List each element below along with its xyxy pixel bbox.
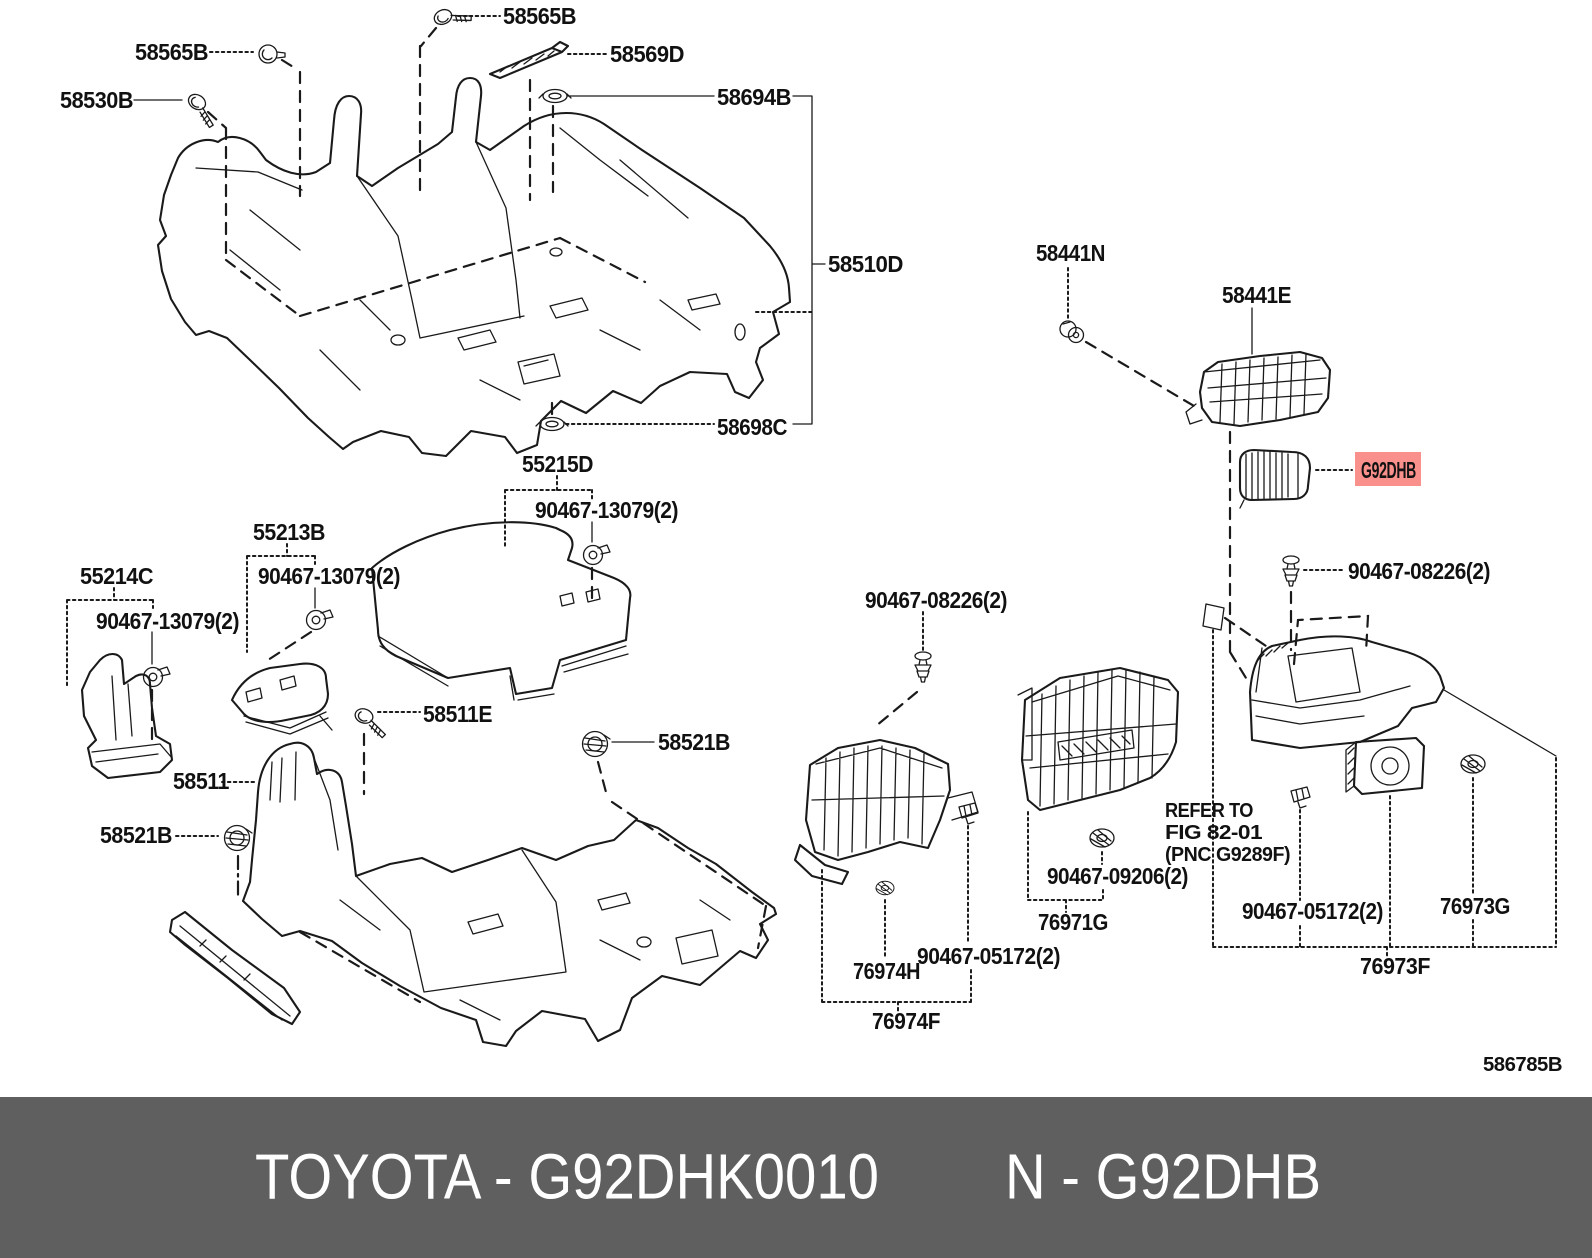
sill-strip-58569d-drawing <box>488 40 570 80</box>
part-labels: 58565B 58565B 58569D 58530B 58694B 58510… <box>60 3 1563 1076</box>
part-label-55214c[interactable]: 55214C <box>80 563 154 589</box>
refer-note-line2: FIG 82-01 <box>1165 822 1262 844</box>
part-label-58569d[interactable]: 58569D <box>610 41 685 67</box>
part-label-90467-13079-b[interactable]: 90467-13079(2) <box>258 563 401 589</box>
pad-55214c-drawing <box>80 652 174 780</box>
part-label-58698c[interactable]: 58698C <box>717 414 788 440</box>
part-label-58441n[interactable]: 58441N <box>1036 240 1106 266</box>
part-label-76973f[interactable]: 76973F <box>1360 953 1431 979</box>
cover-58441e-drawing <box>1185 350 1332 428</box>
footer-pnc-code: N - G92DHB <box>1004 1140 1322 1213</box>
part-label-58521b-left[interactable]: 58521B <box>100 822 173 848</box>
rear-carpet-drawing <box>168 741 778 1048</box>
part-label-76971g[interactable]: 76971G <box>1038 909 1109 935</box>
part-label-58565b-left[interactable]: 58565B <box>135 39 209 65</box>
panel-76973f-drawing <box>1248 614 1446 750</box>
part-label-76973g[interactable]: 76973G <box>1440 893 1511 919</box>
part-label-90467-05172-b[interactable]: 90467-05172(2) <box>1242 898 1384 924</box>
part-label-58511e[interactable]: 58511E <box>423 701 493 727</box>
part-label-58694b[interactable]: 58694B <box>717 84 792 110</box>
part-label-58510d[interactable]: 58510D <box>828 251 904 277</box>
part-label-90467-05172-a[interactable]: 90467-05172(2) <box>917 943 1061 969</box>
part-label-g92dhb[interactable]: G92DHB <box>1361 457 1417 483</box>
footer-bar: TOYOTA - G92DHK0010 N - G92DHB <box>0 1097 1592 1258</box>
leader-lines <box>66 15 1557 1013</box>
highlighted-part-callout[interactable]: G92DHB <box>1355 452 1421 486</box>
panel-76971g-drawing <box>1017 666 1180 812</box>
part-label-58530b[interactable]: 58530B <box>60 87 134 113</box>
part-label-58441e[interactable]: 58441E <box>1222 282 1292 308</box>
part-label-90467-09206[interactable]: 90467-09206(2) <box>1047 863 1189 889</box>
part-label-58565b-top[interactable]: 58565B <box>503 3 577 29</box>
part-label-76974f[interactable]: 76974F <box>872 1008 941 1034</box>
mat-55215d-drawing <box>370 521 632 701</box>
front-carpet-drawing <box>156 76 792 458</box>
refer-note-line3: (PNC G9289F) <box>1165 844 1290 866</box>
speaker-drawing <box>1345 736 1426 796</box>
diagram-code: 586785B <box>1483 1054 1562 1076</box>
highlight-box[interactable] <box>1355 452 1421 486</box>
part-g92dhb-drawing <box>1238 448 1312 509</box>
panel-76974-drawing <box>793 738 979 886</box>
part-label-90467-13079-c[interactable]: 90467-13079(2) <box>96 608 240 634</box>
part-label-90467-08226-a[interactable]: 90467-08226(2) <box>865 587 1008 613</box>
part-label-58511[interactable]: 58511 <box>173 768 230 794</box>
part-label-55213b[interactable]: 55213B <box>253 519 326 545</box>
part-label-76974h[interactable]: 76974H <box>853 958 921 984</box>
part-label-90467-13079-a[interactable]: 90467-13079(2) <box>535 497 679 523</box>
refer-note-line1: REFER TO <box>1165 800 1253 822</box>
pad-55213b-drawing <box>230 662 333 735</box>
footer-part-number: TOYOTA - G92DHK0010 <box>255 1140 879 1213</box>
part-label-55215d[interactable]: 55215D <box>522 451 594 477</box>
part-label-58521b-right[interactable]: 58521B <box>658 729 731 755</box>
part-label-90467-08226-b[interactable]: 90467-08226(2) <box>1348 558 1491 584</box>
